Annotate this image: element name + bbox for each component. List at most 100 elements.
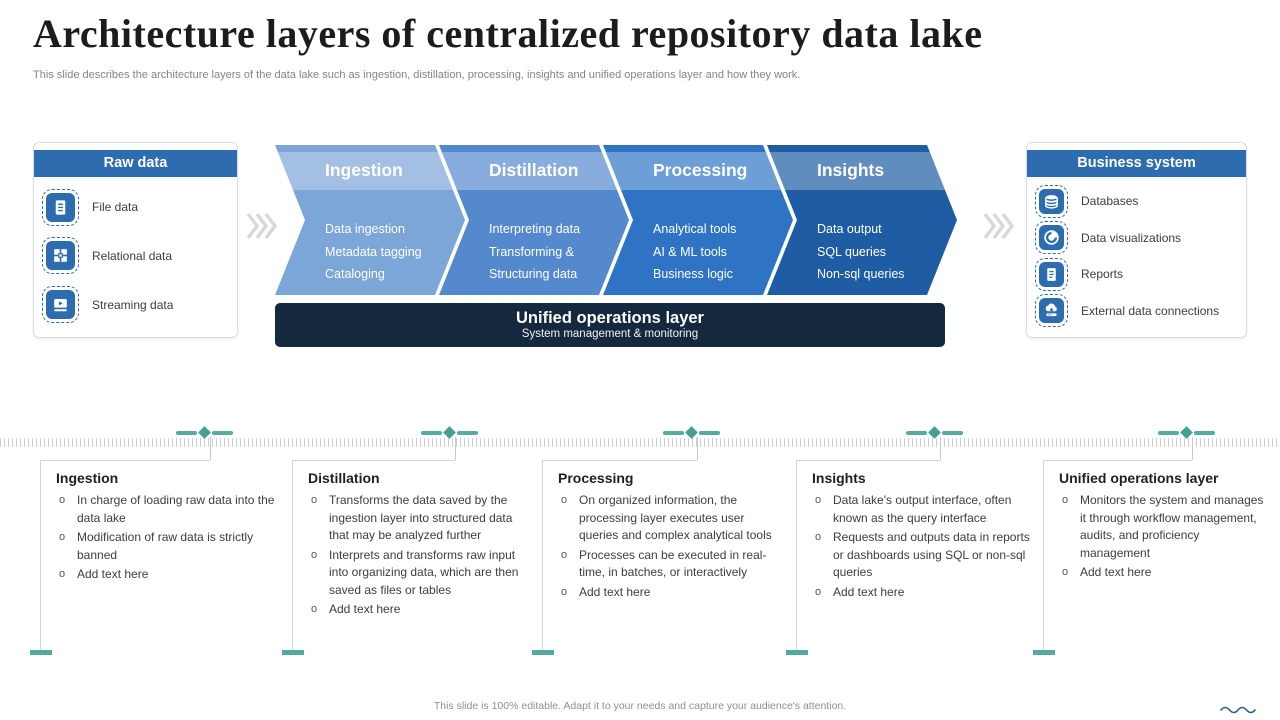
wave-squiggle-icon: [1220, 701, 1256, 719]
triple-chevron-icon: [246, 211, 280, 246]
column-top-border: [542, 460, 697, 461]
bullet-item: Add text here: [56, 566, 279, 584]
arrow-title: Insights: [817, 160, 885, 180]
business-system-panel: Business system Databases Data visualiza…: [1026, 142, 1247, 338]
column-heading: Unified operations layer: [1059, 470, 1219, 486]
bullet-item: Add text here: [812, 584, 1034, 602]
arrow-line: Data ingestion: [325, 222, 405, 236]
column-teal-tick: [1033, 650, 1055, 655]
detail-column-distillation: Distillation Transforms the data saved b…: [292, 460, 540, 653]
arrow-header-band: [275, 152, 465, 190]
arrow-line: Business logic: [653, 267, 733, 281]
arrow-header-band: [603, 152, 793, 190]
arrow-insights: Insights Data output SQL queries Non-sql…: [767, 145, 957, 295]
column-teal-tick: [282, 650, 304, 655]
list-item: Data visualizations: [1035, 221, 1238, 255]
footer-note: This slide is 100% editable. Adapt it to…: [433, 700, 847, 712]
business-item-label: External data connections: [1081, 303, 1220, 318]
raw-item-label: Streaming data: [92, 297, 174, 312]
arrow-line: SQL queries: [817, 244, 887, 259]
list-item: Relational data: [42, 237, 229, 275]
column-heading: Insights: [812, 470, 866, 486]
bullet-item: Interprets and transforms raw input into…: [308, 547, 534, 600]
arrow-line: Analytical tools: [653, 222, 737, 236]
column-top-border: [796, 460, 940, 461]
page-subtitle: This slide describes the architecture la…: [33, 69, 801, 81]
arrow-title: Ingestion: [325, 160, 403, 180]
raw-item-label: File data: [92, 200, 139, 215]
detail-column-insights: Insights Data lake's output interface, o…: [796, 460, 1040, 653]
column-top-border: [292, 460, 455, 461]
marker-connector-line: [1192, 437, 1193, 460]
arrow-header-band: [439, 152, 629, 190]
list-item: External data connections: [1035, 294, 1238, 328]
bullet-item: Processes can be executed in real-time, …: [558, 547, 786, 582]
marker-connector-line: [455, 437, 456, 460]
external-connection-icon: [1035, 294, 1068, 328]
arrow-line: Data output: [817, 222, 882, 236]
column-top-border: [1043, 460, 1192, 461]
bullet-item: Add text here: [558, 584, 786, 602]
column-teal-tick: [786, 650, 808, 655]
unified-operations-bar: Unified operations layer System manageme…: [275, 303, 945, 347]
list-item: File data: [42, 188, 229, 226]
arrow-line: Cataloging: [325, 267, 385, 281]
arrow-header-band: [767, 152, 957, 190]
column-heading: Processing: [558, 470, 634, 486]
arrow-line: Interpreting data: [489, 222, 581, 236]
marker-connector-line: [210, 437, 211, 460]
bullet-item: Monitors the system and manages it throu…: [1059, 492, 1264, 562]
report-icon: [1035, 257, 1068, 291]
raw-data-panel: Raw data File data Relational data Strea…: [33, 142, 238, 338]
data-visualization-icon: [1035, 221, 1068, 255]
bullet-item: Add text here: [308, 601, 534, 619]
raw-item-label: Relational data: [92, 248, 173, 263]
arrow-ingestion: Ingestion Data ingestion Metadata taggin…: [275, 145, 465, 295]
column-heading: Distillation: [308, 470, 380, 486]
bullet-item: Add text here: [1059, 564, 1264, 582]
database-icon: [1035, 184, 1068, 218]
bullet-item: Data lake's output interface, often know…: [812, 492, 1034, 527]
business-item-label: Data visualizations: [1081, 230, 1182, 245]
bullet-item: Modification of raw data is strictly ban…: [56, 529, 279, 564]
list-item: Reports: [1035, 257, 1238, 291]
streaming-data-icon: [42, 286, 79, 324]
relational-data-icon: [42, 237, 79, 275]
marker-connector-line: [940, 437, 941, 460]
list-item: Streaming data: [42, 286, 229, 324]
detail-column-unified-operations: Unified operations layer Monitors the sy…: [1043, 460, 1270, 653]
timeline-marker-icon: [906, 426, 974, 439]
bullet-item: In charge of loading raw data into the d…: [56, 492, 279, 527]
arrow-processing: Processing Analytical tools AI & ML tool…: [603, 145, 793, 295]
business-item-label: Reports: [1081, 267, 1124, 282]
column-heading: Ingestion: [56, 470, 119, 486]
arrow-line: Structuring data: [489, 267, 578, 281]
arrow-line: AI & ML tools: [653, 244, 727, 259]
raw-data-panel-header: Raw data: [34, 150, 237, 177]
timeline-marker-icon: [1158, 426, 1226, 439]
arrow-title: Distillation: [489, 160, 579, 180]
triple-chevron-icon: [983, 211, 1017, 246]
bullet-item: Transforms the data saved by the ingesti…: [308, 492, 534, 545]
page-title: Architecture layers of centralized repos…: [33, 11, 983, 56]
arrow-line: Non-sql queries: [817, 267, 905, 281]
file-data-icon: [42, 188, 79, 226]
arrow-line: Transforming &: [489, 244, 574, 259]
arrow-title: Processing: [653, 160, 748, 180]
column-teal-tick: [30, 650, 52, 655]
pipeline-arrows: Ingestion Data ingestion Metadata taggin…: [275, 145, 957, 295]
business-panel-header: Business system: [1027, 150, 1246, 177]
bullet-item: On organized information, the processing…: [558, 492, 786, 545]
timeline-marker-icon: [421, 426, 489, 439]
timeline-marker-icon: [663, 426, 731, 439]
unified-bar-subtitle: System management & monitoring: [521, 328, 699, 340]
timeline-ruler: [0, 438, 1280, 447]
bullet-item: Requests and outputs data in reports or …: [812, 529, 1034, 582]
arrow-line: Metadata tagging: [325, 244, 422, 259]
detail-column-ingestion: Ingestion In charge of loading raw data …: [40, 460, 285, 653]
column-top-border: [40, 460, 210, 461]
business-item-label: Databases: [1081, 194, 1139, 209]
arrow-distillation: Distillation Interpreting data Transform…: [439, 145, 629, 295]
detail-column-processing: Processing On organized information, the…: [542, 460, 792, 653]
column-teal-tick: [532, 650, 554, 655]
